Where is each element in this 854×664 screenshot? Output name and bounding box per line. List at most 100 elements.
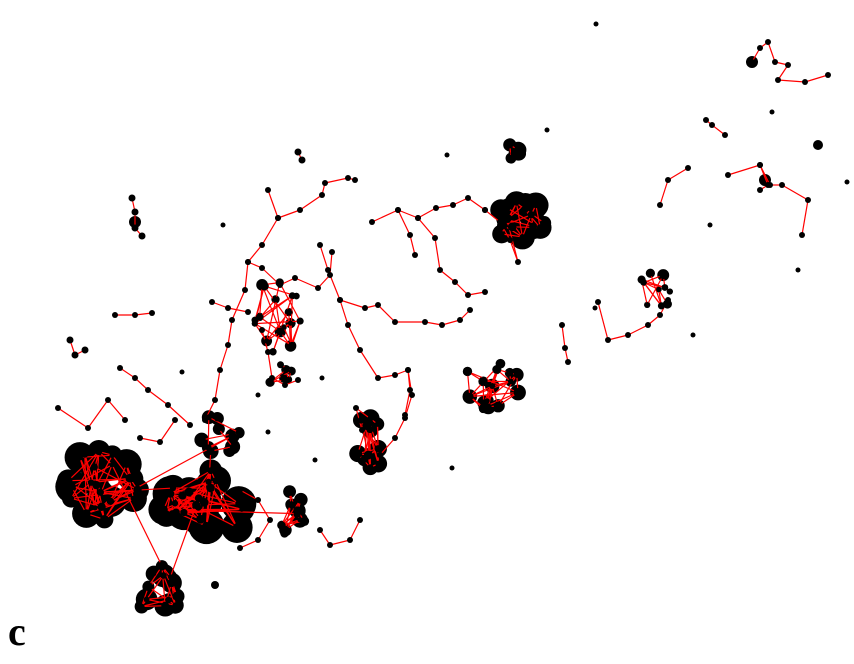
graph-edge bbox=[659, 179, 669, 206]
graph-node bbox=[92, 505, 98, 511]
graph-node bbox=[559, 322, 565, 328]
graph-node bbox=[85, 425, 91, 431]
graph-node bbox=[337, 297, 343, 303]
graph-edge bbox=[521, 214, 532, 238]
graph-node bbox=[327, 542, 333, 548]
graph-edge bbox=[299, 194, 323, 211]
graph-node bbox=[95, 447, 103, 456]
graph-node bbox=[802, 79, 808, 85]
graph-node bbox=[657, 312, 663, 318]
graph-node bbox=[319, 192, 325, 198]
graph-edge bbox=[649, 273, 663, 307]
graph-node bbox=[317, 527, 323, 533]
graph-node bbox=[645, 322, 651, 328]
graph-node bbox=[527, 211, 535, 219]
graph-node bbox=[795, 267, 801, 273]
graph-node bbox=[184, 487, 194, 497]
graph-node bbox=[207, 467, 215, 475]
graph-node bbox=[122, 460, 131, 468]
graph-node bbox=[327, 272, 333, 278]
graph-node bbox=[220, 222, 226, 228]
graph-node bbox=[422, 319, 428, 325]
graph-edge bbox=[484, 209, 501, 223]
graph-node bbox=[172, 417, 178, 423]
graph-node bbox=[439, 322, 445, 328]
graph-node bbox=[196, 514, 206, 524]
graph-edge bbox=[244, 261, 249, 291]
graph-node bbox=[844, 179, 850, 185]
graph-node bbox=[374, 421, 381, 427]
graph-node bbox=[347, 537, 353, 543]
graph-node bbox=[239, 506, 245, 512]
graph-edge bbox=[288, 312, 292, 347]
graph-node bbox=[312, 457, 318, 463]
graph-node bbox=[444, 152, 450, 158]
graph-node bbox=[145, 387, 151, 393]
graph-node bbox=[167, 578, 176, 588]
graph-edge bbox=[100, 477, 131, 493]
graph-node bbox=[659, 271, 668, 280]
graph-node bbox=[467, 307, 473, 313]
graph-node bbox=[374, 445, 382, 453]
graph-node bbox=[513, 388, 523, 397]
graph-node bbox=[133, 485, 142, 495]
graph-node bbox=[180, 508, 188, 517]
graph-edge bbox=[290, 320, 301, 347]
graph-edge bbox=[119, 367, 136, 379]
graph-edge bbox=[170, 470, 212, 495]
graph-node bbox=[504, 214, 513, 222]
graph-edge bbox=[561, 324, 566, 349]
graph-edge bbox=[339, 299, 349, 326]
graph-node bbox=[433, 205, 439, 211]
graph-node bbox=[465, 195, 471, 201]
graph-edge bbox=[239, 539, 259, 549]
graph-node bbox=[457, 317, 463, 323]
graph-edge bbox=[501, 233, 523, 238]
graph-node bbox=[520, 205, 529, 214]
graph-edge bbox=[277, 209, 301, 219]
graph-node bbox=[593, 21, 599, 27]
graph-node bbox=[493, 401, 503, 411]
graph-node bbox=[757, 45, 763, 51]
graph-node bbox=[479, 404, 488, 413]
graph-edge bbox=[535, 205, 541, 228]
graph-node bbox=[125, 473, 135, 483]
graph-node bbox=[506, 141, 514, 149]
node-layer bbox=[55, 21, 850, 610]
graph-node bbox=[437, 267, 443, 273]
graph-edge bbox=[107, 399, 126, 421]
graph-node bbox=[205, 478, 212, 485]
graph-edge bbox=[467, 197, 486, 211]
graph-node bbox=[644, 302, 650, 308]
graph-edge bbox=[67, 451, 100, 482]
graph-node bbox=[775, 77, 781, 83]
graph-edge bbox=[146, 598, 176, 606]
graph-node bbox=[392, 372, 398, 378]
graph-edge bbox=[607, 334, 629, 341]
graph-node bbox=[67, 482, 76, 491]
graph-node bbox=[280, 374, 288, 382]
graph-edge bbox=[231, 289, 246, 321]
graph-node bbox=[112, 312, 118, 318]
graph-node bbox=[497, 219, 503, 225]
graph-node bbox=[265, 187, 271, 193]
graph-node bbox=[392, 435, 398, 441]
graph-node bbox=[480, 399, 488, 406]
graph-edge bbox=[247, 244, 263, 263]
graph-node bbox=[131, 224, 139, 232]
graph-node bbox=[225, 305, 231, 311]
graph-edge bbox=[469, 380, 511, 398]
graph-node bbox=[251, 320, 258, 327]
graph-node bbox=[275, 215, 281, 221]
graph-node bbox=[265, 349, 271, 355]
graph-node bbox=[161, 601, 170, 610]
graph-node bbox=[369, 219, 375, 225]
graph-edge bbox=[239, 489, 259, 501]
graph-edge bbox=[162, 575, 176, 606]
graph-node bbox=[375, 375, 381, 381]
graph-node bbox=[151, 571, 157, 577]
graph-edge bbox=[254, 320, 301, 325]
graph-node bbox=[267, 517, 273, 523]
graph-node bbox=[367, 415, 374, 422]
graph-edge bbox=[439, 269, 456, 283]
